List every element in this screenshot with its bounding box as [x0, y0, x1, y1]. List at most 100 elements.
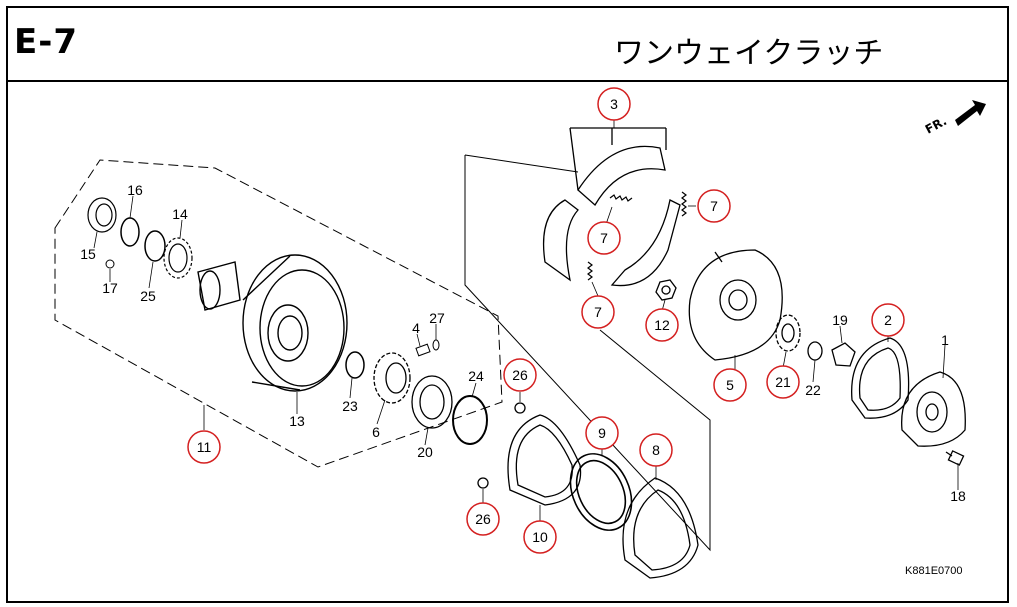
callout-label-c18: 18 — [950, 488, 966, 504]
part-12-nut — [655, 279, 677, 301]
callout-label-c20: 20 — [417, 444, 433, 460]
callout-label-c10: 10 — [532, 529, 548, 545]
callout-circle-c10 — [523, 520, 557, 554]
part-10-gasket — [507, 414, 582, 506]
callout-label-c14: 14 — [172, 206, 188, 222]
callout-circle-c11 — [187, 430, 221, 464]
callout-label-c17: 17 — [102, 280, 118, 296]
callout-circle-c2 — [871, 303, 905, 337]
callout-label-c16: 16 — [127, 182, 143, 198]
callout-label-c26a: 26 — [512, 367, 528, 383]
callout-circle-c7c — [581, 295, 615, 329]
callout-label-c24: 24 — [468, 368, 484, 384]
callout-label-c8: 8 — [652, 442, 660, 458]
part-5-drive-plate — [688, 249, 783, 361]
callout-label-c1: 1 — [941, 332, 949, 348]
callout-label-c27: 27 — [429, 310, 445, 326]
callout-c16: 16 — [127, 182, 143, 198]
callout-c7b: 7 — [697, 189, 731, 223]
callout-c2: 2 — [871, 303, 905, 337]
outer-panel-outline — [464, 154, 711, 552]
callout-label-c6: 6 — [372, 424, 380, 440]
callout-circle-c9 — [585, 416, 619, 450]
callout-c25: 25 — [140, 288, 156, 304]
callout-label-c5: 5 — [726, 377, 734, 393]
callout-c6: 6 — [372, 424, 380, 440]
part-20-plate — [411, 375, 453, 429]
diagram-frame: E-7 ワンウェイクラッチ — [6, 6, 1009, 603]
callout-circle-c8 — [639, 433, 673, 467]
callout-c24: 24 — [468, 368, 484, 384]
callout-c1: 1 — [941, 332, 949, 348]
callout-circle-c7a — [587, 221, 621, 255]
callout-label-c11: 11 — [197, 439, 212, 455]
front-direction-indicator: FR. — [923, 100, 986, 137]
callout-c15: 15 — [80, 246, 96, 262]
part-4-spring — [415, 343, 431, 357]
callout-c9: 9 — [585, 416, 619, 450]
leader-lines — [93, 118, 959, 522]
callout-circle-c7b — [697, 189, 731, 223]
assembly-11-outline — [54, 159, 503, 468]
part-22-washer — [807, 341, 823, 361]
callout-circle-c26b — [466, 502, 500, 536]
callout-c7c: 7 — [581, 295, 615, 329]
section-title: ワンウェイクラッチ — [614, 36, 884, 71]
callout-c4: 4 — [412, 320, 420, 336]
callout-circle-c3 — [597, 87, 631, 121]
part-3-clutch-shoes — [542, 127, 681, 287]
part-26-nut-a — [514, 402, 526, 414]
callout-c3: 3 — [597, 87, 631, 121]
part-15-bearing — [87, 197, 117, 233]
part-9-o-ring — [569, 453, 633, 531]
callout-c8: 8 — [639, 433, 673, 467]
callout-label-c23: 23 — [342, 398, 358, 414]
part-7-spring-b — [681, 191, 687, 217]
callout-c14: 14 — [172, 206, 188, 222]
callout-circle-c21 — [766, 365, 800, 399]
callout-label-c7c: 7 — [594, 304, 602, 320]
callout-c7a: 7 — [587, 221, 621, 255]
callout-label-c15: 15 — [80, 246, 96, 262]
callout-c21: 21 — [766, 365, 800, 399]
callout-c12: 12 — [645, 308, 679, 342]
callout-c18: 18 — [950, 488, 966, 504]
part-2-gasket — [851, 337, 910, 419]
callout-label-c2: 2 — [884, 312, 892, 328]
callout-label-c25: 25 — [140, 288, 156, 304]
callout-c5: 5 — [713, 368, 747, 402]
part-25-washer — [144, 230, 166, 262]
callout-label-c9: 9 — [598, 425, 606, 441]
callout-label-c19: 19 — [832, 312, 848, 328]
part-24-circlip — [452, 395, 488, 445]
part-16-snap-ring — [120, 217, 140, 247]
callout-label-c22: 22 — [805, 382, 821, 398]
part-14-gear — [163, 237, 193, 279]
part-18-bolt — [945, 450, 965, 466]
callout-c27: 27 — [429, 310, 445, 326]
callout-label-c3: 3 — [610, 96, 618, 112]
part-21-collar — [775, 314, 801, 352]
header-bar: E-7 ワンウェイクラッチ — [8, 8, 1007, 82]
part-8-gasket — [622, 477, 699, 579]
part-7-spring-c — [587, 261, 593, 281]
callout-label-c13: 13 — [289, 413, 305, 429]
callout-label-c26b: 26 — [475, 511, 491, 527]
callout-circle-c26a — [503, 358, 537, 392]
callout-c26b: 26 — [466, 502, 500, 536]
part-17-nut — [105, 259, 115, 269]
callout-c22: 22 — [805, 382, 821, 398]
reference-code: K881E0700 — [905, 565, 963, 577]
callout-circle-c12 — [645, 308, 679, 342]
callout-circle-c5 — [713, 368, 747, 402]
part-26-nut-b — [477, 477, 489, 489]
part-23-washer — [345, 351, 365, 379]
callout-c19: 19 — [832, 312, 848, 328]
part-19-plate — [831, 342, 856, 367]
part-6-one-way-clutch — [373, 352, 411, 404]
part-7-spring-a — [609, 194, 633, 202]
fr-label: FR. — [923, 114, 949, 137]
callout-c20: 20 — [417, 444, 433, 460]
callout-label-c4: 4 — [412, 320, 420, 336]
